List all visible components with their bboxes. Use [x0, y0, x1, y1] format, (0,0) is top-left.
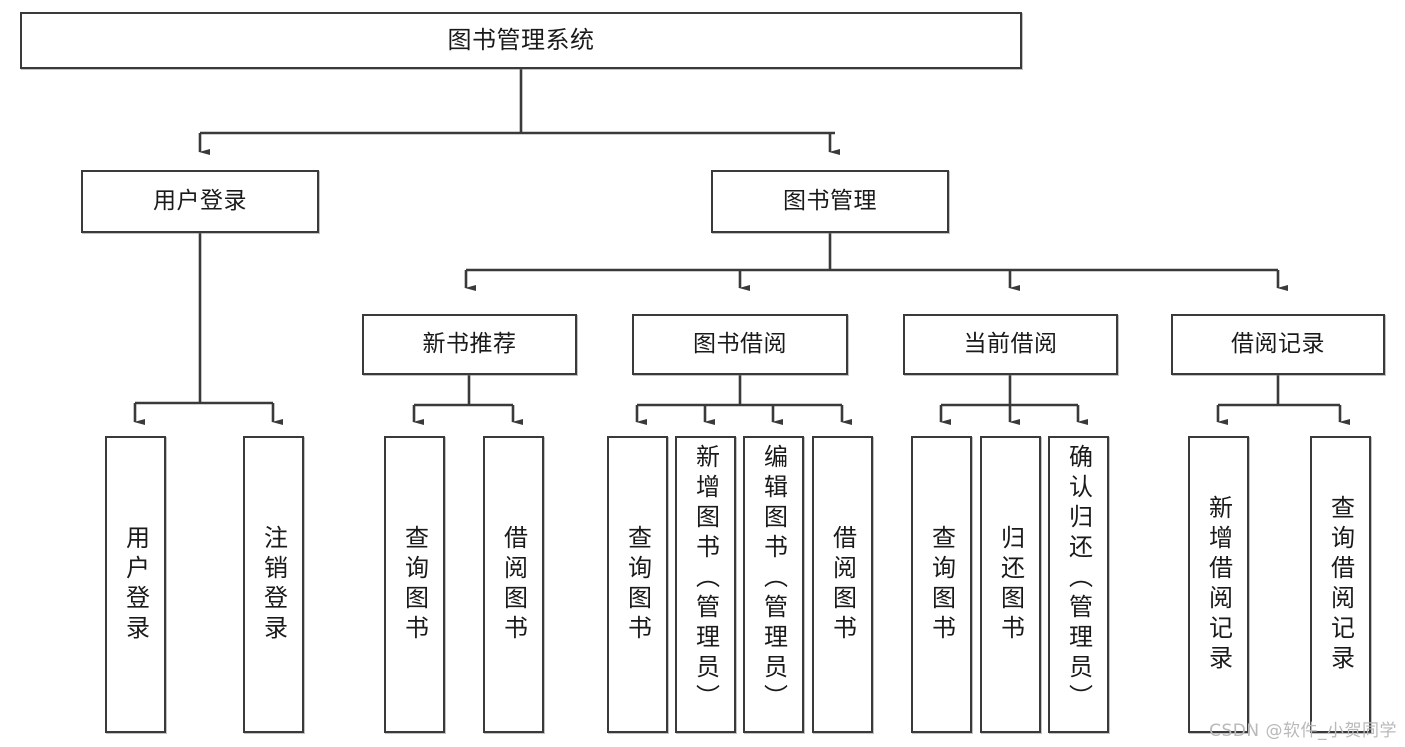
leaf-logout-login[interactable]: 注销登录 [243, 436, 304, 733]
leaf-return-book[interactable]: 归还图书 [980, 436, 1041, 733]
node-book-manage[interactable]: 图书管理 [711, 170, 949, 233]
leaf-query-book-2[interactable]: 查询图书 [607, 436, 668, 733]
node-label: 借阅图书 [499, 524, 528, 645]
node-label: 查询借阅记录 [1326, 494, 1355, 675]
node-label: 新增借阅记录 [1204, 494, 1233, 675]
node-new-book-recommend[interactable]: 新书推荐 [362, 314, 577, 375]
node-borrow-record[interactable]: 借阅记录 [1171, 314, 1385, 375]
node-label: 图书借阅 [693, 330, 787, 357]
node-label: 图书管理系统 [447, 26, 595, 55]
node-label: 用户登录 [153, 187, 247, 214]
node-book-management-system[interactable]: 图书管理系统 [20, 12, 1022, 69]
node-label: 归还图书 [996, 524, 1025, 645]
node-label: 借阅图书 [828, 524, 857, 645]
node-label: 用户登录 [121, 524, 150, 645]
node-label: 确认归还（管理员） [1064, 444, 1093, 714]
leaf-edit-book[interactable]: 编辑图书（管理员） [743, 436, 804, 733]
node-label: 注销登录 [259, 524, 288, 645]
node-label: 借阅记录 [1231, 330, 1325, 357]
node-label: 查询图书 [927, 524, 956, 645]
node-book-borrow[interactable]: 图书借阅 [632, 314, 848, 375]
leaf-borrow-book-2[interactable]: 借阅图书 [812, 436, 873, 733]
node-label: 查询图书 [400, 524, 429, 645]
leaf-add-book[interactable]: 新增图书（管理员） [675, 436, 736, 733]
node-label: 新书推荐 [422, 330, 517, 357]
leaf-add-record[interactable]: 新增借阅记录 [1188, 436, 1249, 733]
watermark-text: CSDN @软件_小贺同学 [1209, 721, 1397, 741]
leaf-user-login[interactable]: 用户登录 [105, 436, 166, 733]
leaf-borrow-book-1[interactable]: 借阅图书 [483, 436, 544, 733]
node-label: 查询图书 [623, 524, 652, 645]
leaf-query-record[interactable]: 查询借阅记录 [1310, 436, 1371, 733]
node-label: 当前借阅 [963, 330, 1058, 357]
node-user-login[interactable]: 用户登录 [81, 170, 319, 233]
leaf-confirm-return[interactable]: 确认归还（管理员） [1048, 436, 1109, 733]
leaf-query-book-1[interactable]: 查询图书 [384, 436, 445, 733]
node-current-borrow[interactable]: 当前借阅 [903, 314, 1118, 375]
leaf-query-book-3[interactable]: 查询图书 [911, 436, 972, 733]
node-label: 图书管理 [783, 187, 877, 214]
node-label: 编辑图书（管理员） [759, 444, 788, 714]
node-label: 新增图书（管理员） [691, 444, 720, 714]
